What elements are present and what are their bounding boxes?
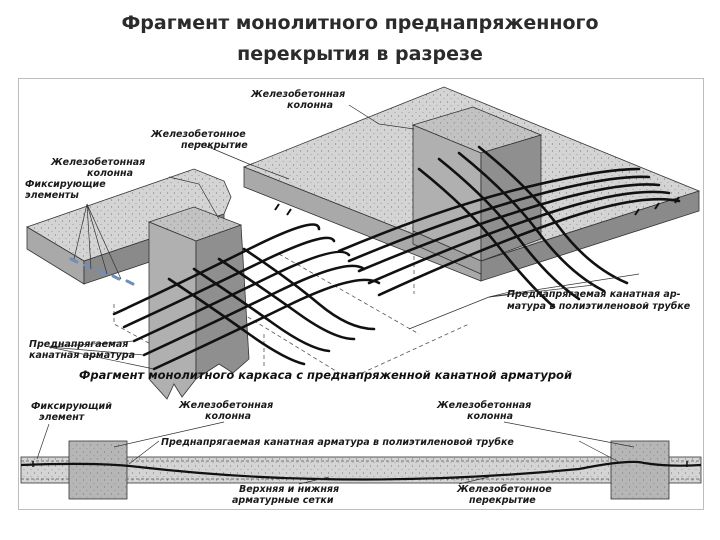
- svg-text:Железобетонная: Железобетонная: [436, 400, 531, 411]
- label-tendon-bottom: Преднапрягаемая канатная арматура в поли…: [161, 437, 514, 448]
- svg-text:Железобетонная: Железобетонная: [50, 157, 145, 168]
- label-column-top: Железобетонная колонна: [250, 89, 345, 111]
- label-slab-bottom: Железобетонное перекрытие: [456, 484, 552, 506]
- label-slab-top: Железобетонное перекрытие: [150, 129, 248, 151]
- label-tendon-right: Преднапрягаемая канатная ар- матура в по…: [507, 289, 691, 312]
- leader-lines-bottom: [36, 421, 635, 485]
- svg-text:канатная арматура: канатная арматура: [29, 350, 135, 361]
- slab-diagram: Железобетонная колонна Железобетонное пе…: [18, 78, 704, 510]
- svg-text:элементы: элементы: [25, 190, 79, 201]
- label-column-left: Железобетонная колонна: [50, 157, 145, 179]
- tendons-right-slab: [337, 145, 681, 309]
- svg-text:колонна: колонна: [205, 411, 251, 422]
- label-column-bottom-right: Железобетонная колонна: [436, 400, 531, 422]
- label-mesh-bottom: Верхняя и нижняя арматурные сетки: [232, 484, 339, 506]
- label-fixing-top: Фиксирующие элементы: [25, 179, 106, 201]
- svg-text:Железобетонное: Железобетонное: [150, 129, 246, 140]
- svg-text:матура в полиэтиленовой трубке: матура в полиэтиленовой трубке: [507, 301, 691, 312]
- svg-text:Фиксирующие: Фиксирующие: [25, 179, 106, 190]
- svg-text:Железобетонная: Железобетонная: [250, 89, 345, 100]
- label-fixing-bottom: Фиксирующий элемент: [31, 401, 112, 423]
- tendons-left-slab: [112, 223, 381, 371]
- label-tendon-left: Преднапрягаемая канатная арматура: [29, 339, 135, 361]
- svg-text:Преднапрягаемая канатная ар-: Преднапрягаемая канатная ар-: [507, 289, 681, 300]
- svg-text:Железобетонное: Железобетонное: [456, 484, 552, 495]
- scene-caption: Фрагмент монолитного каркаса с преднапря…: [79, 368, 572, 382]
- fixing-ticks-right: [274, 196, 680, 216]
- svg-text:колонна: колонна: [87, 168, 133, 179]
- svg-text:Железобетонная: Железобетонная: [178, 400, 273, 411]
- svg-text:колонна: колонна: [287, 100, 333, 111]
- svg-text:колонна: колонна: [467, 411, 513, 422]
- section-column-right: [610, 440, 670, 500]
- svg-text:перекрытие: перекрытие: [469, 495, 536, 506]
- title-line-2: перекрытия в разрезе: [237, 43, 483, 65]
- fixing-elements-left: [69, 257, 135, 286]
- svg-text:Фиксирующий: Фиксирующий: [31, 401, 112, 412]
- svg-text:Преднапрягаемая: Преднапрягаемая: [29, 339, 128, 350]
- section-fixing-ticks: [32, 461, 688, 467]
- svg-text:Верхняя и нижняя: Верхняя и нижняя: [239, 484, 339, 495]
- page-title: Фрагмент монолитного преднапряженного пе…: [0, 8, 720, 70]
- label-column-bottom-left: Железобетонная колонна: [178, 400, 273, 422]
- svg-text:перекрытие: перекрытие: [181, 140, 248, 151]
- section-tendon: [20, 460, 702, 481]
- title-line-1: Фрагмент монолитного преднапряженного: [121, 12, 599, 34]
- section-column-left: [68, 440, 128, 500]
- leader-lines-top: [48, 104, 640, 370]
- svg-text:арматурные сетки: арматурные сетки: [232, 495, 334, 506]
- svg-text:элемент: элемент: [39, 412, 85, 423]
